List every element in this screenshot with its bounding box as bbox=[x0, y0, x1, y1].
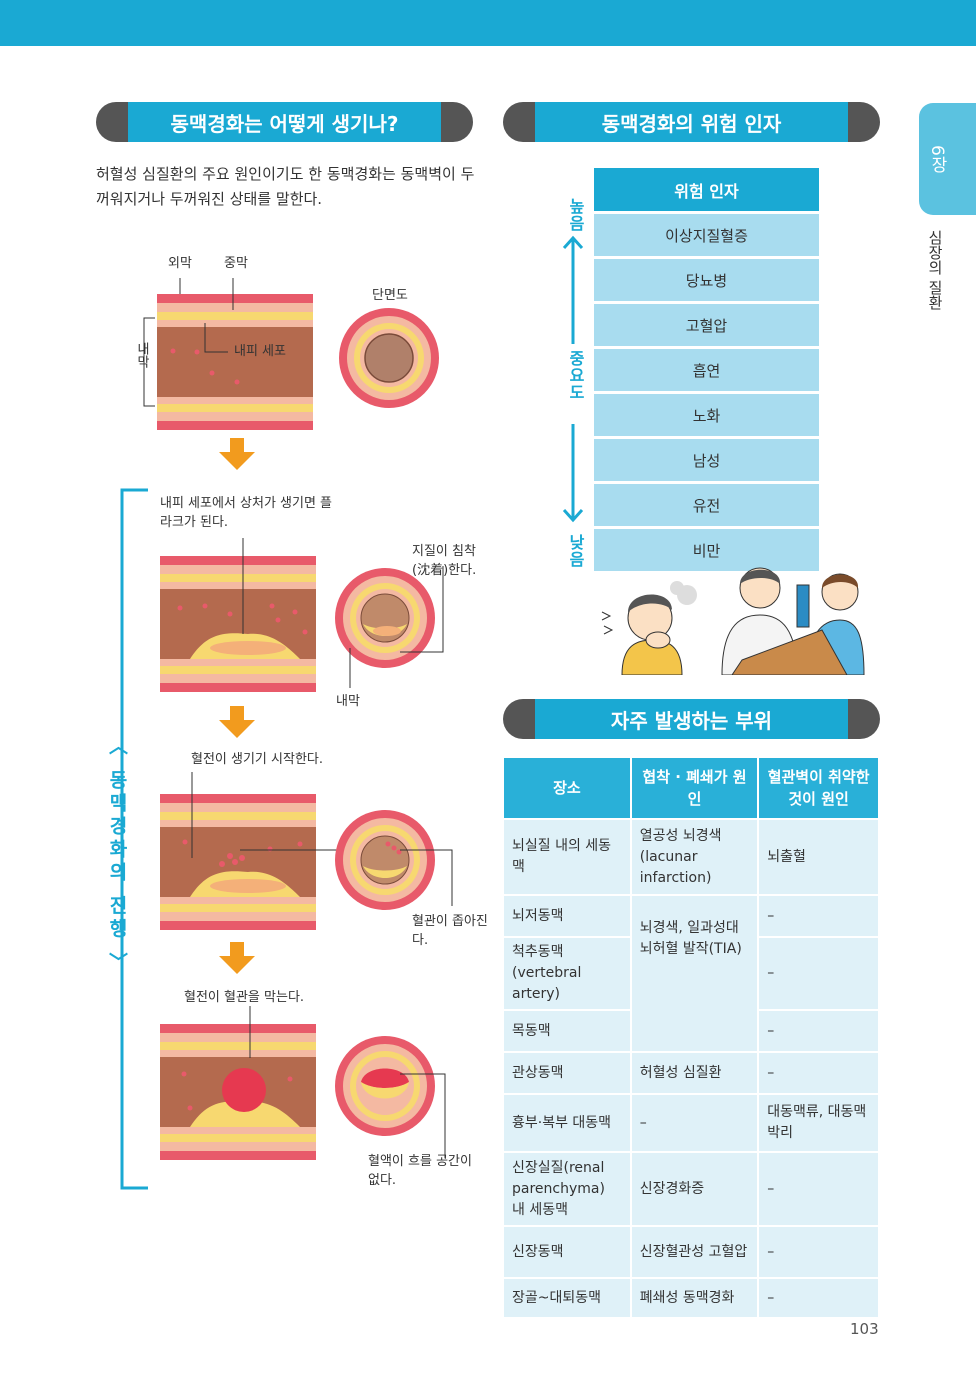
top-color-bar bbox=[0, 0, 976, 46]
table-row: 장골~대퇴동맥 폐쇄성 동맥경화 – bbox=[502, 1277, 880, 1319]
table-row: 신장실질(renal parenchyma) 내 세동맥 신장경화증 – bbox=[502, 1151, 880, 1227]
section-header-formation: 동맥경화는 어떻게 생기나? bbox=[96, 102, 473, 142]
cross-section-plaque bbox=[335, 568, 435, 668]
man-headache-figure bbox=[601, 581, 697, 675]
label-endothelial: 내피 세포 bbox=[234, 344, 286, 359]
risk-factor: 노화 bbox=[594, 394, 819, 436]
step-2-side: 혈관이 좁아진다. bbox=[412, 914, 488, 948]
section-header-sites-title: 자주 발생하는 부위 bbox=[535, 699, 848, 739]
table-row: 목동맥 – bbox=[502, 1009, 880, 1053]
scale-mid: 중요도 bbox=[566, 350, 585, 401]
cell-place: 신장실질(renal parenchyma) 내 세동맥 bbox=[502, 1151, 632, 1227]
progression-arrow-2 bbox=[219, 706, 255, 738]
progression-bracket bbox=[120, 488, 148, 1190]
atherosclerosis-diagram: 외막 중막 단면도 내피 세포 내막 내피 세포에서 상처가 생기면 플라크가 … bbox=[100, 248, 500, 1212]
table-row: 뇌저동맥 뇌경색, 일과성대뇌허혈 발작(TIA) – bbox=[502, 894, 880, 1053]
table-header-row: 장소 협착 · 폐쇄가 원인 혈관벽이 취약한 것이 원인 bbox=[502, 756, 880, 820]
section-header-risk-title: 동맥경화의 위험 인자 bbox=[535, 102, 848, 142]
cell-stenosis: 허혈성 심질환 bbox=[629, 1051, 760, 1095]
section-header-formation-title: 동맥경화는 어떻게 생기나? bbox=[128, 102, 441, 142]
vessel-thrombus-start bbox=[160, 794, 316, 930]
people-illustration bbox=[601, 567, 865, 675]
vessel-plaque bbox=[160, 556, 316, 692]
step-2-text: 혈전이 생기기 시작한다. bbox=[191, 752, 323, 767]
risk-table-header: 위험 인자 bbox=[594, 168, 819, 211]
cell-fragile: – bbox=[757, 1051, 880, 1095]
risk-factor: 흡연 bbox=[594, 349, 819, 391]
label-middle: 중막 bbox=[224, 256, 248, 271]
section-header-risk: 동맥경화의 위험 인자 bbox=[503, 102, 880, 142]
table-row: 관상동맥 허혈성 심질환 – bbox=[502, 1051, 880, 1095]
chapter-tab bbox=[919, 103, 976, 215]
progression-label: 〈 동맥경화의 진행 〉 bbox=[106, 736, 128, 975]
cell-fragile: – bbox=[757, 1009, 880, 1053]
label-inner-wall: 내막 bbox=[134, 342, 149, 368]
cell-stenosis: 폐쇄성 동맥경화 bbox=[629, 1277, 760, 1319]
cell-place: 척추동맥 (vertebral artery) bbox=[502, 936, 632, 1011]
cell-stenosis: – bbox=[629, 1093, 760, 1153]
cell-fragile: – bbox=[757, 936, 880, 1011]
scale-high: 높음 bbox=[566, 198, 585, 232]
step-1-side: 지질이 침착(沈着)한다. bbox=[412, 544, 477, 578]
risk-factor: 당뇨병 bbox=[594, 259, 819, 301]
step-1-extra: 내막 bbox=[336, 694, 360, 709]
page-number: 103 bbox=[850, 1320, 879, 1338]
cell-place: 흉부·복부 대동맥 bbox=[502, 1093, 632, 1153]
scale-low: 낮음 bbox=[566, 534, 585, 568]
risk-factor: 유전 bbox=[594, 484, 819, 526]
table-row: 척추동맥 (vertebral artery) – bbox=[502, 936, 880, 1011]
cell-fragile: 뇌출혈 bbox=[757, 818, 880, 896]
table-row: 신장동맥 신장혈관성 고혈압 – bbox=[502, 1225, 880, 1279]
risk-factor: 고혈압 bbox=[594, 304, 819, 346]
patient-figure bbox=[731, 573, 865, 675]
cell-place: 관상동맥 bbox=[502, 1051, 632, 1095]
label-outer: 외막 bbox=[168, 256, 192, 271]
cross-section-thrombus bbox=[335, 810, 435, 910]
risk-factor: 비만 bbox=[594, 529, 819, 571]
column-header-fragile: 혈관벽이 취약한 것이 원인 bbox=[757, 756, 880, 820]
chapter-number: 6장 bbox=[927, 145, 947, 173]
frequent-sites-table: 장소 협착 · 폐쇄가 원인 혈관벽이 취약한 것이 원인 뇌실질 내의 세동맥… bbox=[502, 756, 880, 1319]
risk-factor: 이상지질혈증 bbox=[594, 214, 819, 256]
risk-factor-table: 위험 인자 이상지질혈증 당뇨병 고혈압 흡연 노화 남성 유전 비만 bbox=[594, 168, 819, 571]
cell-place: 장골~대퇴동맥 bbox=[502, 1277, 632, 1319]
section-header-sites: 자주 발생하는 부위 bbox=[503, 699, 880, 739]
step-3-side: 혈액이 흐를 공간이 없다. bbox=[368, 1154, 472, 1188]
cell-stenosis: 신장경화증 bbox=[629, 1151, 760, 1227]
cell-fragile: – bbox=[757, 894, 880, 938]
cell-stenosis: 신장혈관성 고혈압 bbox=[629, 1225, 760, 1279]
column-header-place: 장소 bbox=[502, 756, 632, 820]
cell-place: 뇌실질 내의 세동맥 bbox=[502, 818, 632, 896]
label-cross-section: 단면도 bbox=[372, 288, 408, 303]
risk-factor: 남성 bbox=[594, 439, 819, 481]
cell-place: 뇌저동맥 bbox=[502, 894, 632, 938]
cell-fragile: – bbox=[757, 1277, 880, 1319]
table-row: 흉부·복부 대동맥 – 대동맥류, 대동맥 박리 bbox=[502, 1093, 880, 1153]
step-3-text: 혈전이 혈관을 막는다. bbox=[184, 990, 305, 1005]
cell-fragile: – bbox=[757, 1225, 880, 1279]
table-row: 뇌실질 내의 세동맥 열공성 뇌경색 (lacunar infarction) … bbox=[502, 818, 880, 896]
cell-stenosis: 뇌경색, 일과성대뇌허혈 발작(TIA) bbox=[629, 894, 760, 1053]
cell-fragile: – bbox=[757, 1151, 880, 1227]
cross-section-normal bbox=[339, 308, 439, 408]
intro-paragraph: 허혈성 심질환의 주요 원인이기도 한 동맥경화는 동맥벽이 두꺼워지거나 두꺼… bbox=[96, 165, 475, 208]
scale-arrow bbox=[562, 235, 584, 523]
vessel-occluded bbox=[160, 1024, 316, 1160]
cell-place: 목동맥 bbox=[502, 1009, 632, 1053]
cross-section-occluded bbox=[335, 1036, 435, 1136]
progression-illustration bbox=[120, 278, 453, 1190]
cell-fragile: 대동맥류, 대동맥 박리 bbox=[757, 1093, 880, 1153]
chapter-title: 심장의 질환 bbox=[926, 230, 944, 310]
step-1-text: 내피 세포에서 상처가 생기면 플라크가 된다. bbox=[160, 496, 333, 530]
vessel-normal bbox=[157, 294, 313, 430]
progression-arrow-3 bbox=[219, 942, 255, 974]
cell-place: 신장동맥 bbox=[502, 1225, 632, 1279]
cell-stenosis: 열공성 뇌경색 (lacunar infarction) bbox=[629, 818, 760, 896]
column-header-stenosis: 협착 · 폐쇄가 원인 bbox=[629, 756, 760, 820]
progression-arrow-1 bbox=[219, 438, 255, 470]
